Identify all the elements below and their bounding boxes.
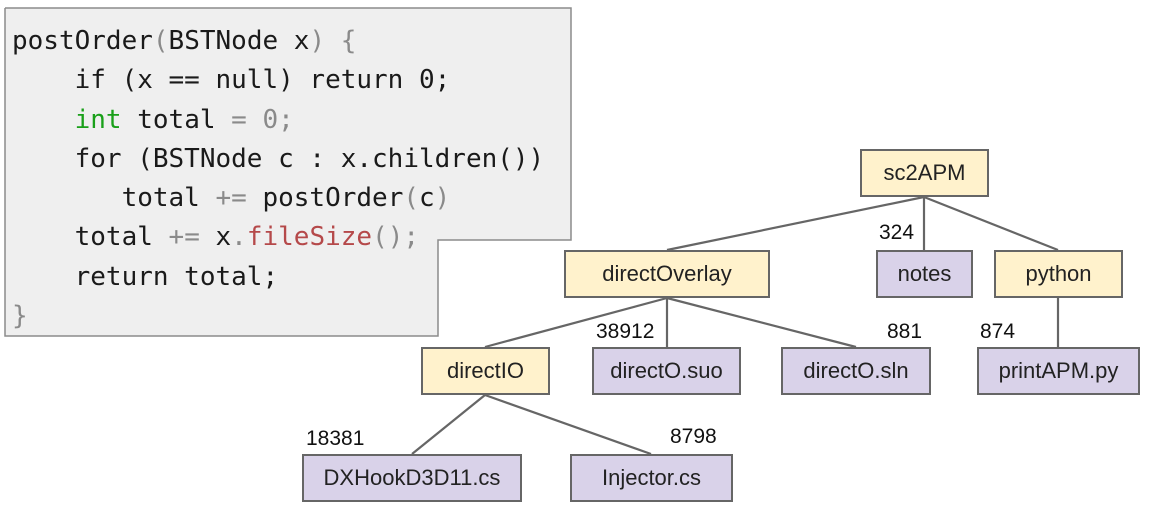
code-token: postOrder xyxy=(246,183,404,214)
code-line-7: return total; xyxy=(12,258,544,297)
code-token: += xyxy=(215,183,247,214)
code-token: ) { xyxy=(309,26,357,56)
node-directo-sln: directO.sln xyxy=(781,347,931,395)
code-line-3: int total = 0; xyxy=(12,101,544,140)
code-token: return total; xyxy=(12,261,279,292)
edge-directio-injector xyxy=(484,393,652,456)
node-notes: notes xyxy=(876,250,973,298)
code-token: c xyxy=(419,183,435,214)
size-label-printapm: 874 xyxy=(980,320,1016,343)
code-token: ( xyxy=(403,183,420,214)
code-token: ) xyxy=(434,183,451,214)
node-sc2apm: sc2APM xyxy=(860,149,989,197)
edge-directoverlay-directio xyxy=(484,296,668,349)
code-token: (); xyxy=(372,222,420,253)
node-directo-suo: directO.suo xyxy=(592,347,741,395)
node-printapm: printAPM.py xyxy=(977,347,1140,395)
node-python: python xyxy=(994,250,1123,298)
code-token: total xyxy=(121,104,232,135)
code-line-2: if (x == null) return 0; xyxy=(12,61,544,100)
node-injector: Injector.cs xyxy=(570,454,733,502)
code-token: total xyxy=(12,183,216,214)
node-dxhook: DXHookD3D11.cs xyxy=(302,454,522,502)
size-label-injector: 8798 xyxy=(670,425,717,448)
code-token: . xyxy=(231,222,247,253)
edge-sc2apm-python xyxy=(923,195,1059,252)
code-line-8: } xyxy=(12,297,544,336)
node-directio: directIO xyxy=(421,347,550,395)
code-token: for (BSTNode c : x.children()) xyxy=(12,143,545,174)
code-token: postOrder xyxy=(12,26,153,56)
edge-directio-dxhook xyxy=(411,394,486,455)
code-token: += xyxy=(168,222,200,253)
code-line-5: total += postOrder(c) xyxy=(12,179,544,218)
code-line-1: postOrder(BSTNode x) { xyxy=(12,22,544,61)
size-label-dxhook: 18381 xyxy=(306,427,365,450)
size-label-directo-sln: 881 xyxy=(887,320,923,343)
code-token: x xyxy=(199,222,232,253)
code-token: BSTNode x xyxy=(168,26,310,56)
code-panel-lower xyxy=(5,240,438,336)
code-token: total xyxy=(12,222,169,253)
edge-sc2apm-directoverlay xyxy=(666,195,925,252)
code-block: postOrder(BSTNode x) { if (x == null) re… xyxy=(12,22,544,336)
size-label-directo-suo: 38912 xyxy=(596,320,655,343)
code-token: } xyxy=(12,301,28,332)
code-line-4: for (BSTNode c : x.children()) xyxy=(12,140,545,179)
code-token: int xyxy=(74,104,122,135)
size-label-notes: 324 xyxy=(879,221,915,244)
code-token: fileSize xyxy=(246,222,373,253)
code-panel xyxy=(5,8,571,240)
code-token: ( xyxy=(152,26,169,56)
edge-directoverlay-sln xyxy=(666,296,857,349)
code-line-6: total += x.fileSize(); xyxy=(12,218,544,257)
code-token: = 0; xyxy=(231,104,294,135)
code-token: if (x == null) return 0; xyxy=(12,65,451,96)
node-directoverlay: directOverlay xyxy=(564,250,770,298)
